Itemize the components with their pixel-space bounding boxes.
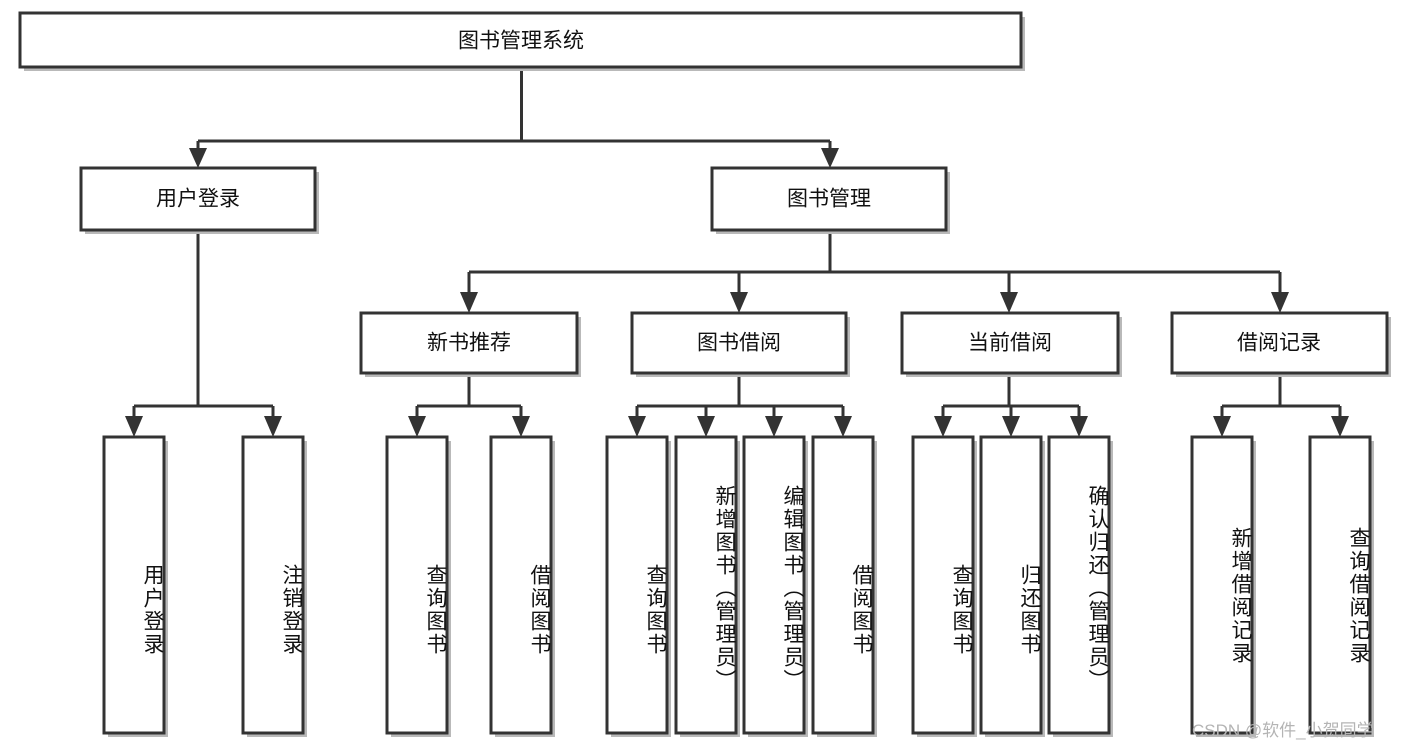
leaf-boxes <box>102 435 1374 737</box>
connector-group-current-borrow <box>934 375 1088 437</box>
leaf-box-current-borrow-3[interactable] <box>1047 435 1111 735</box>
node-book-borrow-label: 图书借阅 <box>697 332 781 355</box>
node-user-login[interactable]: 用户登录 <box>79 166 319 234</box>
leaf-box-current-borrow-1[interactable] <box>911 435 975 735</box>
node-root[interactable]: 图书管理系统 <box>18 11 1025 71</box>
arrow-new-book-leaf-1 <box>408 416 426 437</box>
leaf-box-book-borrow-3[interactable] <box>742 435 806 735</box>
arrow-new-book-leaf-2 <box>512 416 530 437</box>
arrow-user-login-leaf-2 <box>264 416 282 437</box>
leaf-box-book-borrow-4[interactable] <box>811 435 875 735</box>
node-book-borrow[interactable]: 图书借阅 <box>630 311 850 377</box>
arrow-borrow-record-leaf-2 <box>1331 416 1349 437</box>
csdn-watermark: CSDN @软件_小贺同学 <box>1192 721 1374 740</box>
arrow-book-borrow-leaf-1 <box>628 416 646 437</box>
connector-group-book-mgmt <box>460 232 1289 313</box>
connector-group-book-borrow <box>628 375 852 437</box>
leaf-box-book-borrow-1[interactable] <box>605 435 669 735</box>
leaf-box-book-borrow-2[interactable] <box>674 435 738 735</box>
connector-group-root <box>189 68 839 168</box>
node-book-management[interactable]: 图书管理 <box>710 166 950 234</box>
arrow-current-borrow-leaf-1 <box>934 416 952 437</box>
leaf-box-user-login-2[interactable] <box>241 435 305 735</box>
node-new-book-recommend-label: 新书推荐 <box>427 332 511 355</box>
leaf-box-new-book-1[interactable] <box>385 435 449 735</box>
arrow-current-borrow-leaf-3 <box>1070 416 1088 437</box>
arrow-current-borrow-leaf-2 <box>1002 416 1020 437</box>
node-current-borrow[interactable]: 当前借阅 <box>900 311 1122 377</box>
leaf-box-borrow-record-1[interactable] <box>1190 435 1254 735</box>
arrow-root-to-book-mgmt <box>821 148 839 168</box>
arrow-user-login-leaf-1 <box>125 416 143 437</box>
node-current-borrow-label: 当前借阅 <box>968 332 1052 355</box>
node-book-management-label: 图书管理 <box>787 188 871 211</box>
arrow-book-mgmt-child-4 <box>1271 292 1289 313</box>
node-borrow-record-label: 借阅记录 <box>1237 332 1321 355</box>
connector-group-borrow-record <box>1213 375 1349 437</box>
node-user-login-label: 用户登录 <box>156 188 240 211</box>
arrow-book-borrow-leaf-2 <box>697 416 715 437</box>
arrow-book-mgmt-child-1 <box>460 292 478 313</box>
leaf-box-new-book-2[interactable] <box>489 435 553 735</box>
leaf-box-borrow-record-2[interactable] <box>1308 435 1372 735</box>
connector-group-user-login <box>125 232 282 437</box>
arrow-book-mgmt-child-3 <box>1000 292 1018 313</box>
node-root-label: 图书管理系统 <box>458 30 584 53</box>
leaf-box-user-login-1[interactable] <box>102 435 166 735</box>
arrow-book-borrow-leaf-3 <box>765 416 783 437</box>
node-borrow-record[interactable]: 借阅记录 <box>1170 311 1391 377</box>
arrow-root-to-user-login <box>189 148 207 168</box>
arrow-book-borrow-leaf-4 <box>834 416 852 437</box>
node-new-book-recommend[interactable]: 新书推荐 <box>359 311 581 377</box>
connector-group-new-book <box>408 375 530 437</box>
arrow-book-mgmt-child-2 <box>730 292 748 313</box>
arrow-borrow-record-leaf-1 <box>1213 416 1231 437</box>
leaf-box-current-borrow-2[interactable] <box>979 435 1043 735</box>
